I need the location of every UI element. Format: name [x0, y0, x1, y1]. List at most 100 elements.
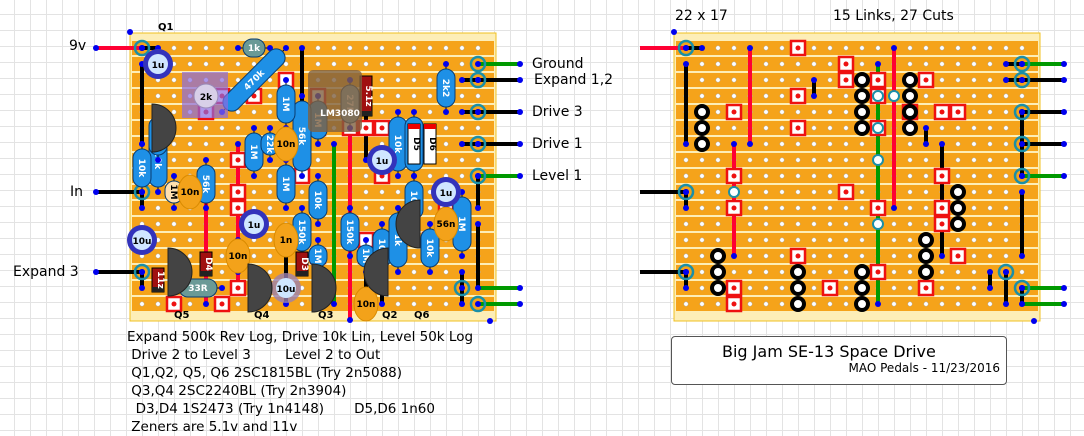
capacitor-value: 10n: [181, 188, 200, 198]
strip-hole: [812, 206, 816, 210]
strip-hole: [924, 158, 928, 162]
solder-node: [475, 77, 481, 83]
strip-hole: [428, 62, 432, 66]
label-q5: Q5: [174, 310, 189, 321]
solder-node: [923, 125, 929, 131]
solder-node: [93, 45, 99, 51]
strip-hole: [796, 190, 800, 194]
strip-hole: [828, 94, 832, 98]
strip-hole: [764, 94, 768, 98]
solder-node: [299, 93, 305, 99]
track-cut-dot: [940, 206, 945, 211]
strip-hole: [796, 78, 800, 82]
strip-hole: [972, 206, 976, 210]
strip-hole: [812, 302, 816, 306]
strip-hole: [364, 46, 368, 50]
strip-hole: [924, 174, 928, 178]
solder-node: [299, 45, 305, 51]
strip-hole: [780, 158, 784, 162]
strip-hole: [940, 94, 944, 98]
strip-hole: [972, 222, 976, 226]
track-cut-dot: [876, 206, 881, 211]
solder-node: [411, 109, 417, 115]
capacitor-value: 1n: [280, 236, 293, 246]
strip-hole: [860, 254, 864, 258]
strip-hole: [268, 174, 272, 178]
strip-hole: [988, 206, 992, 210]
strip-hole: [172, 142, 176, 146]
strip-hole: [220, 158, 224, 162]
strip-hole: [172, 238, 176, 242]
strip-hole: [684, 254, 688, 258]
strip-hole: [444, 286, 448, 290]
copper-strip: [676, 233, 1038, 247]
strip-hole: [316, 62, 320, 66]
strip-hole: [748, 222, 752, 226]
solder-node: [1061, 109, 1067, 115]
strip-hole: [812, 238, 816, 242]
link-hole: [873, 219, 883, 229]
strip-hole: [700, 222, 704, 226]
strip-hole: [860, 142, 864, 146]
track-cut-dot: [844, 190, 849, 195]
strip-hole: [316, 46, 320, 50]
strip-hole: [956, 94, 960, 98]
label-drive1: Drive 1: [532, 136, 583, 152]
track-cut-dot: [956, 254, 961, 259]
strip-hole: [460, 46, 464, 50]
solder-node: [427, 269, 433, 275]
strip-hole: [1020, 270, 1024, 274]
strip-hole: [700, 286, 704, 290]
board-size: 22 x 17: [675, 8, 728, 24]
strip-hole: [812, 190, 816, 194]
strip-hole: [908, 286, 912, 290]
solder-node: [683, 285, 689, 291]
strip-hole: [460, 62, 464, 66]
strip-hole: [268, 270, 272, 274]
component-hole: [904, 90, 916, 102]
strip-hole: [412, 78, 416, 82]
strip-hole: [476, 46, 480, 50]
component-hole: [792, 298, 804, 310]
solder-node: [315, 237, 321, 243]
solder-node: [427, 221, 433, 227]
label-q1: Q1: [158, 22, 173, 33]
strip-hole: [828, 78, 832, 82]
solder-node: [875, 61, 881, 67]
copper-strip: [676, 249, 1038, 263]
strip-hole: [412, 46, 416, 50]
layout-title: Big Jam SE-13 Space Drive: [722, 342, 936, 361]
strip-hole: [764, 238, 768, 242]
strip-hole: [396, 62, 400, 66]
strip-hole: [204, 126, 208, 130]
strip-hole: [940, 46, 944, 50]
strip-hole: [380, 206, 384, 210]
solder-node: [395, 173, 401, 179]
solder-node: [459, 77, 465, 83]
strip-hole: [828, 62, 832, 66]
strip-hole: [396, 46, 400, 50]
strip-hole: [172, 222, 176, 226]
strip-hole: [172, 46, 176, 50]
strip-hole: [764, 206, 768, 210]
strip-hole: [732, 46, 736, 50]
capacitor-value: 10n: [357, 300, 376, 310]
strip-hole: [188, 46, 192, 50]
solder-node: [315, 141, 321, 147]
note-line: Q3,Q4 2SC2240BL (Try 2n3904): [127, 382, 473, 400]
strip-hole: [460, 174, 464, 178]
solder-node: [93, 269, 99, 275]
trimmer-value: 2k: [200, 93, 213, 103]
solder-node: [747, 141, 753, 147]
strip-hole: [828, 142, 832, 146]
solder-node: [1019, 61, 1025, 67]
solder-node: [1019, 141, 1025, 147]
strip-hole: [396, 94, 400, 98]
diode-label: D3: [299, 257, 309, 271]
strip-hole: [812, 254, 816, 258]
strip-hole: [220, 126, 224, 130]
strip-hole: [844, 158, 848, 162]
component-hole: [952, 186, 964, 198]
strip-hole: [764, 46, 768, 50]
strip-hole: [300, 302, 304, 306]
